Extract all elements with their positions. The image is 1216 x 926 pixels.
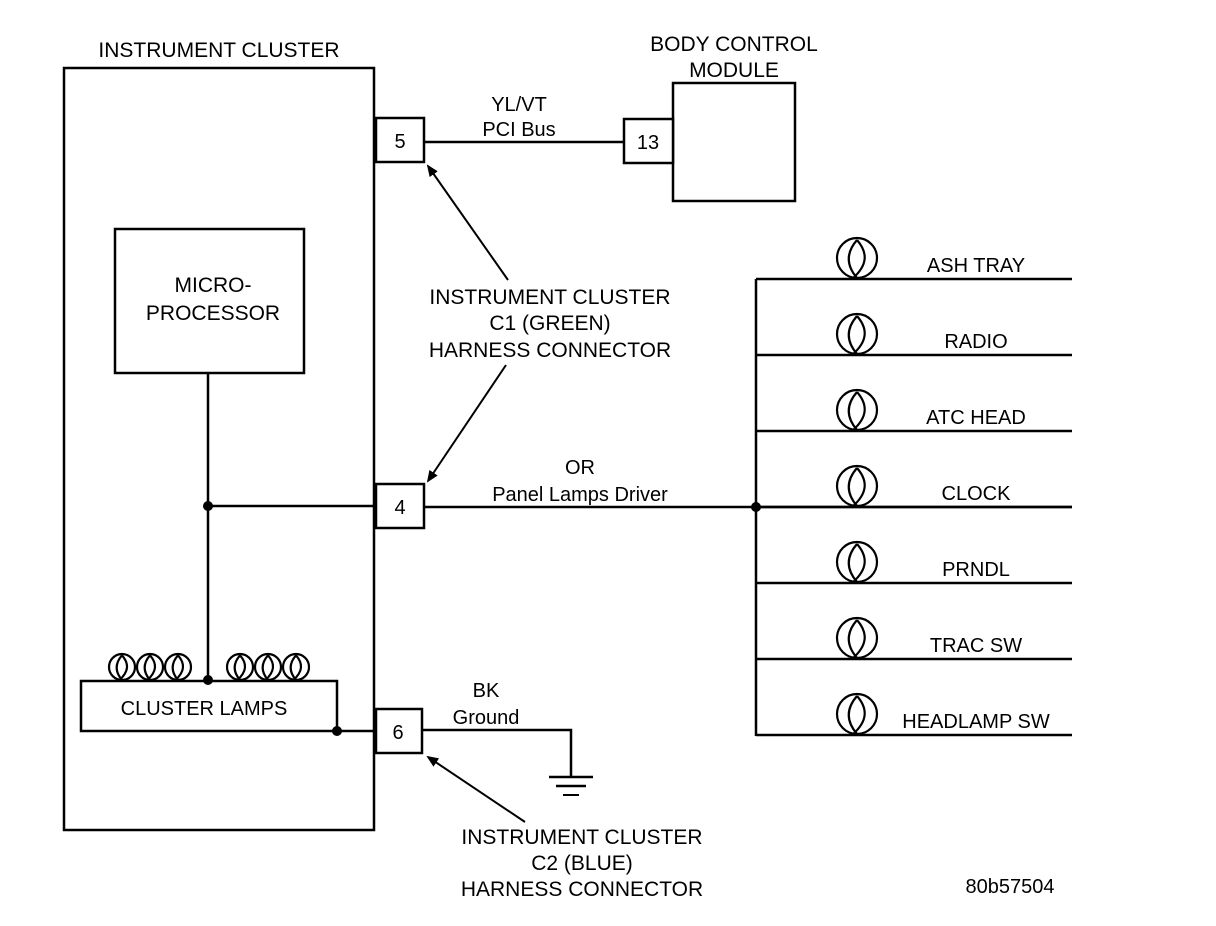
lamp-bulb-icon — [835, 540, 879, 584]
c1-callout-line2: C1 (GREEN) — [489, 312, 610, 335]
microprocessor-box — [113, 227, 306, 375]
cluster-lamps-label: CLUSTER LAMPS — [121, 698, 288, 720]
pci-wire-color: YL/VT — [491, 94, 547, 116]
ground-wire-color: BK — [473, 680, 500, 702]
lamp-label: HEADLAMP SW — [902, 711, 1050, 733]
ground-wire — [422, 728, 573, 776]
lamp-label: ATC HEAD — [926, 407, 1026, 429]
lamp-bulb-icon — [835, 388, 879, 432]
lamp-label: ASH TRAY — [927, 255, 1025, 277]
c1-arrow-to-pin-5 — [426, 164, 509, 281]
c2-callout-line3: HARNESS CONNECTOR — [461, 878, 703, 901]
panel-lamp-row: CLOCK — [756, 464, 1072, 509]
panel-lamp-row: TRAC SW — [756, 616, 1072, 661]
c1-callout-line1: INSTRUMENT CLUSTER — [429, 286, 670, 309]
pci-wire-name: PCI Bus — [482, 119, 555, 141]
lamp-label: PRNDL — [942, 559, 1010, 581]
panel-lamp-row: HEADLAMP SW — [756, 692, 1072, 737]
splice-dot — [203, 675, 213, 685]
bcm-title-line1: BODY CONTROL — [650, 33, 818, 56]
panel-wire-color: OR — [565, 457, 595, 479]
splice-dot — [332, 726, 342, 736]
lamp-bulb-icon — [835, 616, 879, 660]
pin-4-label: 4 — [394, 497, 405, 519]
microprocessor-label-line1: MICRO- — [175, 274, 252, 297]
c2-callout-line2: C2 (BLUE) — [531, 852, 633, 875]
bcm-title-line2: MODULE — [689, 59, 779, 82]
ground-wire-name: Ground — [453, 707, 520, 729]
instrument-cluster-title: INSTRUMENT CLUSTER — [98, 39, 339, 62]
lamp-bulb-icon — [835, 692, 879, 736]
c1-callout-line3: HARNESS CONNECTOR — [429, 339, 671, 362]
ground-symbol-icon — [549, 775, 593, 796]
figure-id: 80b57504 — [966, 876, 1055, 898]
lamp-label: CLOCK — [942, 483, 1012, 505]
lamp-bulb-icon — [835, 312, 879, 356]
bcm-pin-13-label: 13 — [637, 132, 659, 154]
splice-dot — [203, 501, 213, 511]
panel-lamp-row: ATC HEAD — [756, 388, 1072, 433]
bcm-pin-13-box — [622, 117, 675, 165]
c1-arrow-to-pin-4 — [426, 364, 507, 483]
c2-arrow-to-pin-6 — [426, 755, 526, 823]
pin-5-box — [374, 116, 426, 164]
panel-wire-name: Panel Lamps Driver — [492, 484, 668, 506]
pin-6-label: 6 — [392, 722, 403, 744]
lamp-label: TRAC SW — [930, 635, 1022, 657]
c2-callout-line1: INSTRUMENT CLUSTER — [461, 826, 702, 849]
pin-5-label: 5 — [394, 131, 405, 153]
panel-lamp-row: RADIO — [756, 312, 1072, 357]
panel-lamp-row: PRNDL — [756, 540, 1072, 585]
panel-lamp-list: ASH TRAY RADIO ATC HEAD CLOCK PRNDL TRAC SW HE… — [756, 236, 1072, 737]
microprocessor-label-line2: PROCESSOR — [146, 302, 280, 325]
bcm-box — [671, 81, 797, 203]
lamp-bulb-icon — [835, 236, 879, 280]
panel-lamp-row: ASH TRAY — [756, 236, 1072, 281]
lamp-bulb-icon — [835, 464, 879, 508]
lamp-label: RADIO — [944, 331, 1007, 353]
